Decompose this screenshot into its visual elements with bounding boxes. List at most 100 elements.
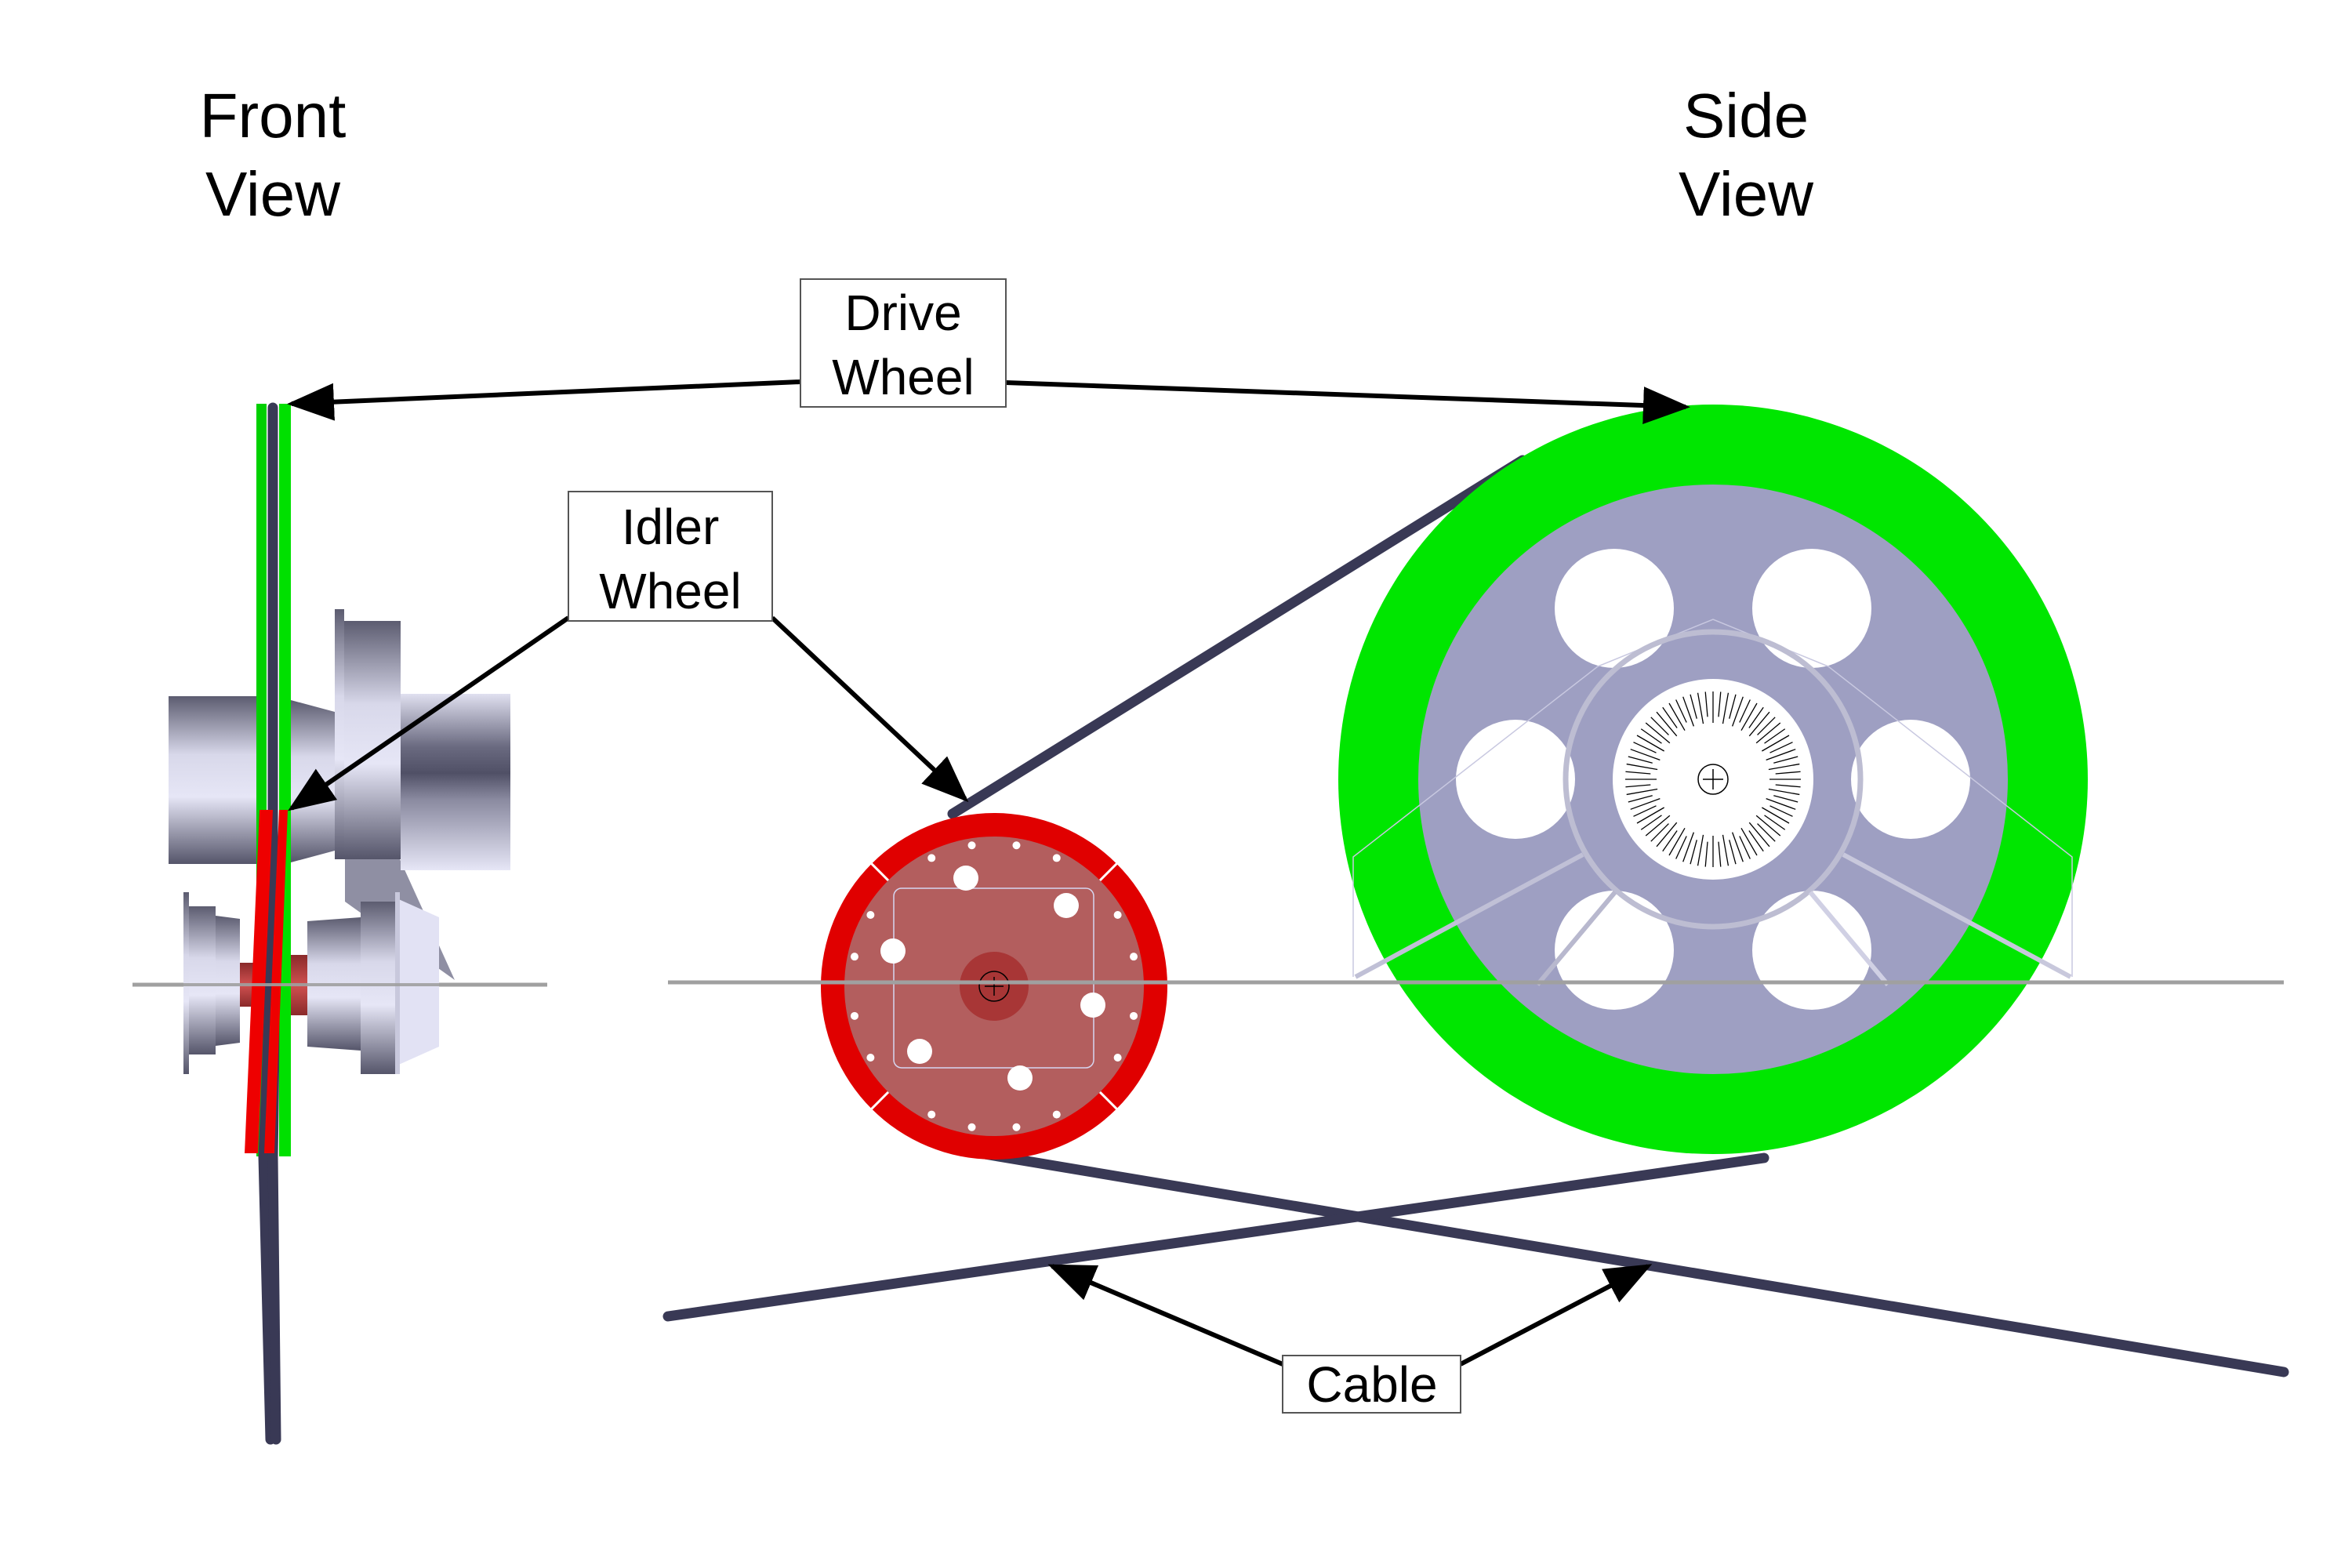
idler-bolt-hole (1113, 911, 1122, 919)
encoder-tick (1656, 822, 1678, 848)
side-view-title-line2: View (1679, 159, 1813, 229)
encoder-tick (1633, 805, 1657, 817)
idler-wheel-hole (1080, 993, 1105, 1018)
idler-wheel-arrow-front (288, 615, 570, 811)
encoder-tick (1656, 711, 1678, 737)
encoder-tick (1636, 807, 1664, 824)
lower-cable-segment-left (662, 1152, 1769, 1322)
drive-wheel-label-line1: Drive (844, 285, 961, 341)
drive-wheel-hole (1555, 891, 1674, 1010)
encoder-tick (1722, 692, 1730, 724)
idler-wheel-hole (1054, 893, 1079, 918)
encoder-tick (1697, 692, 1704, 724)
encoder-tick (1650, 717, 1669, 735)
drive-wheel-frame-outline (1352, 619, 2073, 977)
encoder-tick (1773, 795, 1798, 803)
idler-wheel-hole (1007, 1065, 1033, 1091)
encoder-tick (1675, 699, 1687, 723)
encoder-tick (1755, 815, 1781, 837)
idler-wheel-label-line2: Wheel (599, 563, 741, 619)
drive-wheel-hole (1456, 720, 1575, 839)
encoder-tick (1690, 840, 1697, 865)
encoder-tick (1757, 717, 1776, 735)
encoder-tick (1640, 815, 1662, 830)
drive-wheel-arrow-front (287, 379, 801, 421)
encoder-tick (1718, 841, 1722, 867)
encoder-tick (1668, 828, 1686, 856)
idler-bolt-hole (1113, 1054, 1122, 1062)
encoder-tick (1748, 830, 1764, 852)
idler-bolt-hole (866, 1054, 875, 1062)
encoder-tick (1628, 756, 1653, 764)
encoder-tick (1630, 749, 1661, 760)
drive-wheel-callout: Drive Wheel (287, 278, 1690, 425)
front-lower-right-collar (361, 902, 395, 1074)
encoder-tick (1768, 763, 1800, 771)
idler-bolt-hole (850, 1011, 858, 1020)
encoder-tick (1748, 706, 1764, 728)
drive-wheel-hub-ring (1563, 629, 1864, 930)
encoder-tick (1769, 805, 1793, 817)
encoder-tick (1633, 742, 1657, 753)
encoder-tick (1697, 834, 1704, 866)
encoder-tick (1729, 840, 1737, 865)
idler-center-mark (978, 971, 1010, 1002)
encoder-tick (1769, 742, 1793, 753)
idler-bolt-hole (927, 1110, 936, 1119)
drive-wheel (1338, 405, 2088, 1154)
encoder-tick (1729, 694, 1737, 719)
front-motor-cylinder (169, 696, 260, 864)
encoder-tick (1704, 691, 1708, 717)
encoder-tick (1740, 702, 1758, 731)
idler-rim-gap (1097, 861, 1120, 884)
encoder-tick (1718, 691, 1722, 717)
idler-wheel-label-line1: Idler (622, 499, 720, 555)
encoder-tick (1766, 798, 1796, 810)
cable-label: Cable (1306, 1356, 1437, 1413)
idler-bolt-hole (1012, 1123, 1021, 1131)
drive-wheel-label-box (800, 278, 1007, 408)
idler-bolt-hole (1052, 1110, 1061, 1119)
front-housing-flange (335, 609, 344, 859)
idler-plate-outline (893, 887, 1094, 1069)
encoder-tick (1775, 771, 1801, 775)
drive-wheel-hole (1752, 891, 1871, 1010)
encoder-tick (1630, 798, 1661, 810)
drive-frame-strut (1808, 891, 1890, 986)
encoder-tick (1766, 749, 1796, 760)
cable-arrow-right (1459, 1264, 1653, 1367)
encoder-tick (1640, 728, 1662, 744)
side-view-assembly (662, 405, 2289, 1377)
idler-wheel-hole (953, 866, 978, 891)
encoder-tick (1682, 832, 1694, 862)
encoder-tick (1628, 795, 1653, 803)
cable-callout: Cable (1047, 1264, 1653, 1414)
drive-wheel-hole (1851, 720, 1970, 839)
encoder-tick (1645, 815, 1671, 837)
encoder-tick (1764, 815, 1786, 830)
front-drive-wheel-right-edge (279, 404, 291, 1156)
encoder-ticks (1625, 691, 1801, 867)
encoder-tick (1625, 771, 1651, 775)
encoder-tick (1682, 696, 1694, 727)
drive-wheel-hole (1752, 549, 1871, 668)
encoder-tick (1762, 735, 1790, 752)
encoder-tick (1748, 822, 1770, 848)
drive-wheel-arrow-side (1005, 380, 1690, 425)
drive-frame-strut (1535, 891, 1617, 986)
encoder-tick (1775, 784, 1801, 788)
idler-bolt-hole (850, 953, 858, 961)
side-view-title: Side View (1679, 81, 1813, 229)
encoder-tick (1732, 696, 1744, 727)
encoder-tick (1757, 823, 1776, 842)
idler-rim-gap (1097, 1089, 1120, 1112)
encoder-tick (1690, 694, 1697, 719)
idler-bolt-hole (967, 841, 976, 850)
idler-bolt-hole (967, 1123, 976, 1131)
encoder-tick (1768, 788, 1800, 796)
encoder-tick (1722, 834, 1730, 866)
idler-rim-gap (869, 1089, 891, 1112)
idler-wheel (821, 813, 1167, 1160)
encoder-tick (1748, 711, 1770, 737)
